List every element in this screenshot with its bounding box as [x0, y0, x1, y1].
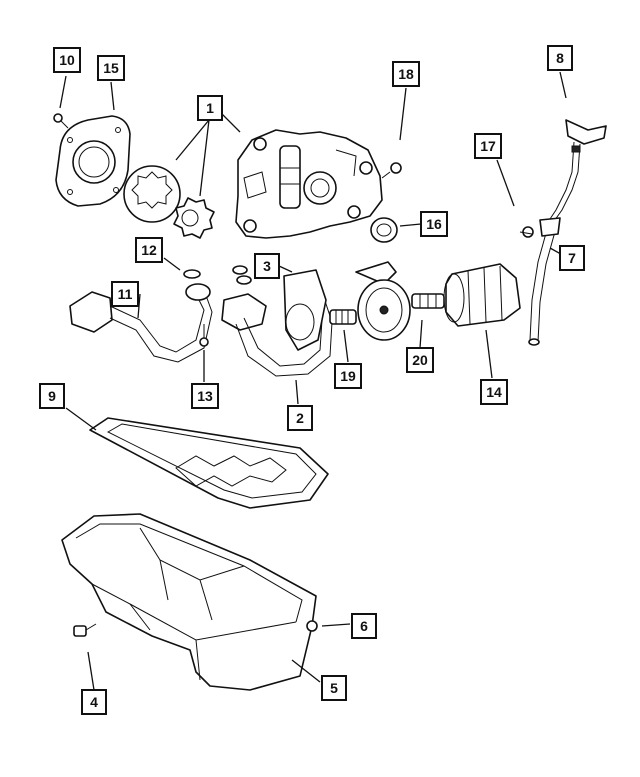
- part-12-o-ring: [183, 265, 252, 285]
- callout-5: 5: [321, 675, 347, 701]
- part-1-outer-rotor: [123, 165, 181, 223]
- part-17-bolt: [519, 226, 534, 238]
- callout-label: 14: [486, 384, 502, 400]
- part-1-inner-rotor: [173, 197, 215, 239]
- callout-15: 15: [97, 55, 125, 81]
- part-6-pan-bolt: [306, 620, 318, 632]
- callout-10: 10: [53, 47, 81, 73]
- callout-18: 18: [392, 61, 420, 87]
- part-18-bolt: [381, 162, 402, 179]
- callout-8: 8: [547, 45, 573, 71]
- callout-19: 19: [334, 363, 362, 389]
- part-11-pickup-tube: [69, 283, 213, 363]
- callout-label: 2: [296, 410, 304, 426]
- callout-2: 2: [287, 405, 313, 431]
- part-4-drain-plug: [73, 623, 97, 637]
- callout-1: 1: [197, 95, 223, 121]
- callout-4: 4: [81, 689, 107, 715]
- callout-16: 16: [420, 211, 448, 237]
- callout-13: 13: [191, 383, 219, 409]
- callout-label: 15: [103, 60, 119, 76]
- part-15-cover-plate: [55, 115, 131, 207]
- callout-12: 12: [135, 237, 163, 263]
- part-16-seal: [370, 217, 398, 243]
- callout-label: 10: [59, 52, 75, 68]
- callout-label: 6: [360, 618, 368, 634]
- part-5-oil-pan: [61, 513, 317, 691]
- callout-label: 16: [426, 216, 442, 232]
- callout-label: 8: [556, 50, 564, 66]
- part-14-oil-filter: [443, 263, 521, 327]
- part-8-dipstick: [547, 119, 607, 225]
- part-13-bolt: [199, 324, 209, 347]
- part-7-dipstick-tube: [528, 217, 561, 346]
- callout-label: 20: [412, 352, 428, 368]
- callout-label: 5: [330, 680, 338, 696]
- callout-6: 6: [351, 613, 377, 639]
- part-2-filter-adapter: [221, 269, 333, 377]
- part-10-bolt: [53, 113, 69, 129]
- leader-lines: [59, 71, 569, 691]
- part-20-oil-cooler: [355, 261, 445, 341]
- callout-17: 17: [474, 133, 502, 159]
- callout-label: 7: [568, 250, 576, 266]
- callout-20: 20: [406, 347, 434, 373]
- callout-label: 3: [263, 258, 271, 274]
- callout-label: 18: [398, 66, 414, 82]
- callout-7: 7: [559, 245, 585, 271]
- part-19-nipple: [329, 309, 357, 325]
- callout-label: 4: [90, 694, 98, 710]
- callout-label: 19: [340, 368, 356, 384]
- callout-label: 1: [206, 100, 214, 116]
- callout-9: 9: [39, 383, 65, 409]
- callout-11: 11: [111, 281, 139, 307]
- callout-3: 3: [254, 253, 280, 279]
- callout-14: 14: [480, 379, 508, 405]
- part-1-oil-pump-housing: [235, 129, 383, 239]
- callout-label: 11: [118, 286, 133, 302]
- callout-label: 13: [197, 388, 213, 404]
- callout-label: 12: [141, 242, 157, 258]
- callout-label: 9: [48, 388, 56, 404]
- callout-label: 17: [480, 138, 496, 154]
- part-9-pan-gasket: [89, 417, 329, 509]
